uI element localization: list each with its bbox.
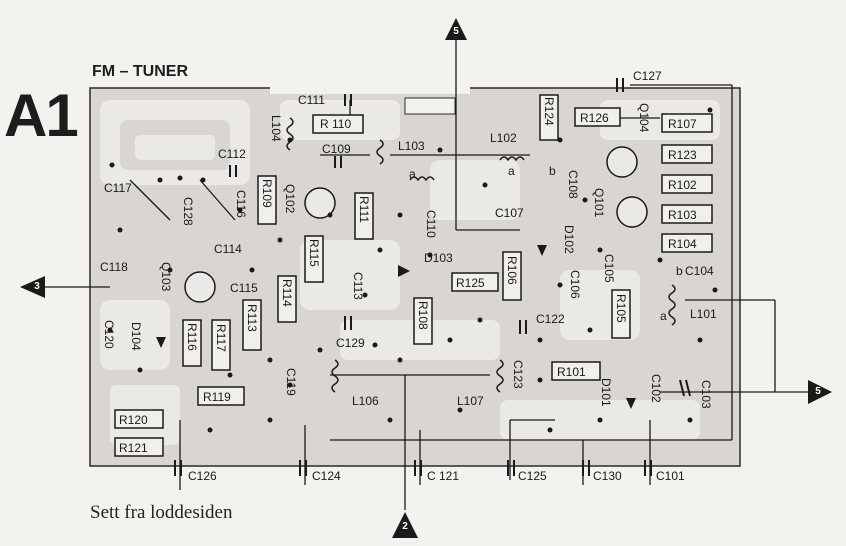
label-r103: R103 bbox=[668, 208, 697, 222]
label-l106: L106 bbox=[352, 394, 379, 408]
board-notch bbox=[270, 84, 470, 94]
label-c101: C101 bbox=[656, 469, 685, 483]
label-c124: C124 bbox=[312, 469, 341, 483]
marker-triangle-left bbox=[20, 276, 45, 298]
label-r104: R104 bbox=[668, 237, 697, 251]
board-slot bbox=[404, 97, 456, 115]
label-l107: L107 bbox=[457, 394, 484, 408]
label-c110: C110 bbox=[424, 210, 438, 238]
label-r108: R108 bbox=[416, 301, 430, 330]
label-r120: R120 bbox=[119, 413, 148, 427]
label-r102: R102 bbox=[668, 178, 697, 192]
label-r110: R 110 bbox=[320, 117, 352, 131]
board-title: FM – TUNER bbox=[92, 63, 188, 80]
label-c115: C115 bbox=[230, 281, 258, 295]
marker-triangle-top bbox=[445, 18, 467, 40]
label-r119: R119 bbox=[203, 390, 231, 404]
label-c122: C122 bbox=[536, 312, 565, 326]
label-r113: R113 bbox=[245, 304, 259, 332]
label-c113: C113 bbox=[351, 272, 365, 300]
transistor-symbols bbox=[184, 146, 648, 303]
label-c129: C129 bbox=[336, 336, 365, 350]
label-c103: C103 bbox=[699, 380, 713, 409]
marker-triangle-right bbox=[808, 380, 832, 404]
label-d104: D104 bbox=[129, 322, 143, 351]
label-c125: C125 bbox=[518, 469, 547, 483]
label-r105: R105 bbox=[614, 294, 628, 323]
label-r123: R123 bbox=[668, 148, 697, 162]
label-r125: R125 bbox=[456, 276, 485, 290]
label-r101: R101 bbox=[557, 365, 586, 379]
capacitor-symbols bbox=[174, 78, 691, 476]
label-r124: R124 bbox=[542, 97, 556, 126]
marker-triangle-bottom bbox=[392, 512, 418, 538]
wires bbox=[45, 40, 808, 510]
label-r115: R115 bbox=[307, 239, 321, 267]
label-r107: R107 bbox=[668, 117, 697, 131]
caption: Sett fra loddesiden bbox=[90, 502, 233, 523]
label-c126: C126 bbox=[188, 469, 217, 483]
label-c114: C114 bbox=[214, 242, 242, 256]
label-c108: C108 bbox=[566, 170, 580, 199]
marker-number-bottom: 2 bbox=[402, 521, 408, 532]
pin-letter-a-l102: a bbox=[508, 164, 515, 178]
label-c121: C 121 bbox=[427, 469, 460, 483]
label-q104: Q104 bbox=[637, 103, 651, 133]
pin-letter-b-l102: b bbox=[549, 164, 556, 178]
label-r116: R116 bbox=[185, 323, 199, 351]
label-d101: D101 bbox=[599, 378, 613, 407]
label-c106: C106 bbox=[568, 270, 582, 299]
pin-letter-a-l103: a bbox=[409, 167, 416, 181]
label-q102: Q102 bbox=[283, 184, 297, 214]
label-c111: C111 bbox=[298, 93, 325, 107]
label-c123: C123 bbox=[511, 360, 525, 389]
label-r106: R106 bbox=[505, 256, 519, 285]
label-r121: R121 bbox=[119, 441, 148, 455]
label-l104: L104 bbox=[269, 115, 283, 142]
label-c109: C109 bbox=[322, 142, 351, 156]
pin-letter-a-l101: a bbox=[660, 309, 667, 323]
label-r111: R111 bbox=[357, 196, 371, 223]
label-l102: L102 bbox=[490, 131, 517, 145]
label-c105: C105 bbox=[602, 254, 616, 283]
label-q103: Q103 bbox=[159, 262, 173, 292]
label-l103: L103 bbox=[398, 139, 425, 153]
pin-letter-b-l101: b bbox=[676, 264, 683, 278]
label-r109: R109 bbox=[260, 179, 274, 208]
label-c107: C107 bbox=[495, 206, 524, 220]
diode-symbols bbox=[156, 245, 636, 409]
label-c119: C119 bbox=[284, 368, 298, 396]
label-c102: C102 bbox=[649, 374, 663, 403]
label-c128: C128 bbox=[181, 197, 195, 226]
label-c120: C120 bbox=[102, 320, 116, 349]
marker-number-right: 5 bbox=[815, 386, 821, 397]
label-l101: L101 bbox=[690, 307, 717, 321]
label-c118: C118 bbox=[100, 260, 128, 274]
solder-pads bbox=[107, 107, 718, 433]
label-c112: C112 bbox=[218, 147, 246, 161]
label-c116: C116 bbox=[234, 190, 248, 218]
label-r117: R117 bbox=[214, 324, 228, 352]
label-q101: Q101 bbox=[592, 188, 606, 218]
label-c130: C130 bbox=[593, 469, 622, 483]
board-id: A1 bbox=[4, 82, 79, 149]
label-c104: C104 bbox=[685, 264, 714, 278]
marker-triangles bbox=[20, 18, 832, 538]
marker-number-left: 3 bbox=[34, 281, 40, 292]
label-r126: R126 bbox=[580, 111, 609, 125]
resistor-boxes bbox=[114, 94, 713, 457]
inductor-symbols bbox=[286, 117, 676, 393]
label-d102: D102 bbox=[562, 225, 576, 254]
label-r114: R114 bbox=[280, 279, 294, 307]
marker-number-top: 5 bbox=[453, 26, 459, 37]
label-c127: C127 bbox=[633, 69, 662, 83]
label-d103: D103 bbox=[424, 251, 453, 265]
label-c117: C117 bbox=[104, 181, 132, 195]
